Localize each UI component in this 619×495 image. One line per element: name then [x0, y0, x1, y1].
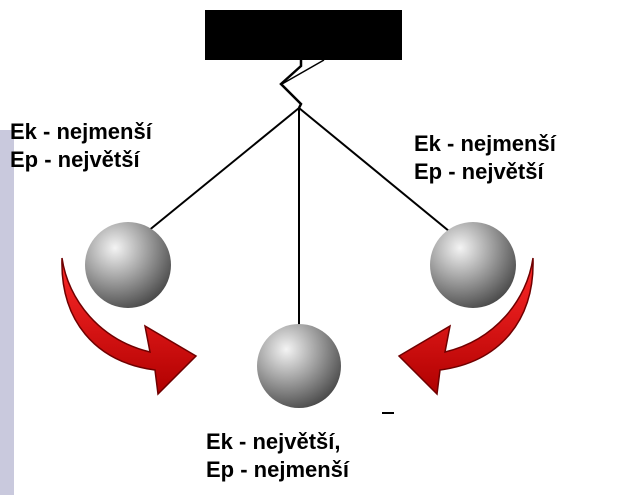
spring-hanger — [279, 60, 303, 109]
left-ep-text: Ep - největší — [10, 147, 140, 172]
ball-left — [85, 222, 171, 308]
left-ek-text: Ek - nejmenší — [10, 119, 152, 144]
ball-right — [430, 222, 516, 308]
left-position-label: Ek - nejmenší Ep - největší — [10, 118, 152, 174]
string-left — [141, 107, 300, 237]
string-right — [298, 107, 456, 237]
arrow-left — [61, 257, 198, 396]
right-ep-text: Ep - největší — [414, 159, 544, 184]
spring-hanger-cross — [281, 59, 325, 85]
arrow-right — [397, 257, 534, 396]
bottom-ep-text: Ep - nejmenší — [206, 457, 350, 482]
ceiling-support — [205, 10, 402, 60]
slide-side-bar — [0, 130, 14, 495]
bottom-ek-text: Ek - největší, — [206, 429, 341, 454]
right-position-label: Ek - nejmenší Ep - největší — [414, 130, 556, 186]
ball-bottom — [257, 324, 341, 408]
right-ek-text: Ek - nejmenší — [414, 131, 556, 156]
bottom-position-label: Ek - největší, Ep - nejmenší — [206, 428, 349, 484]
